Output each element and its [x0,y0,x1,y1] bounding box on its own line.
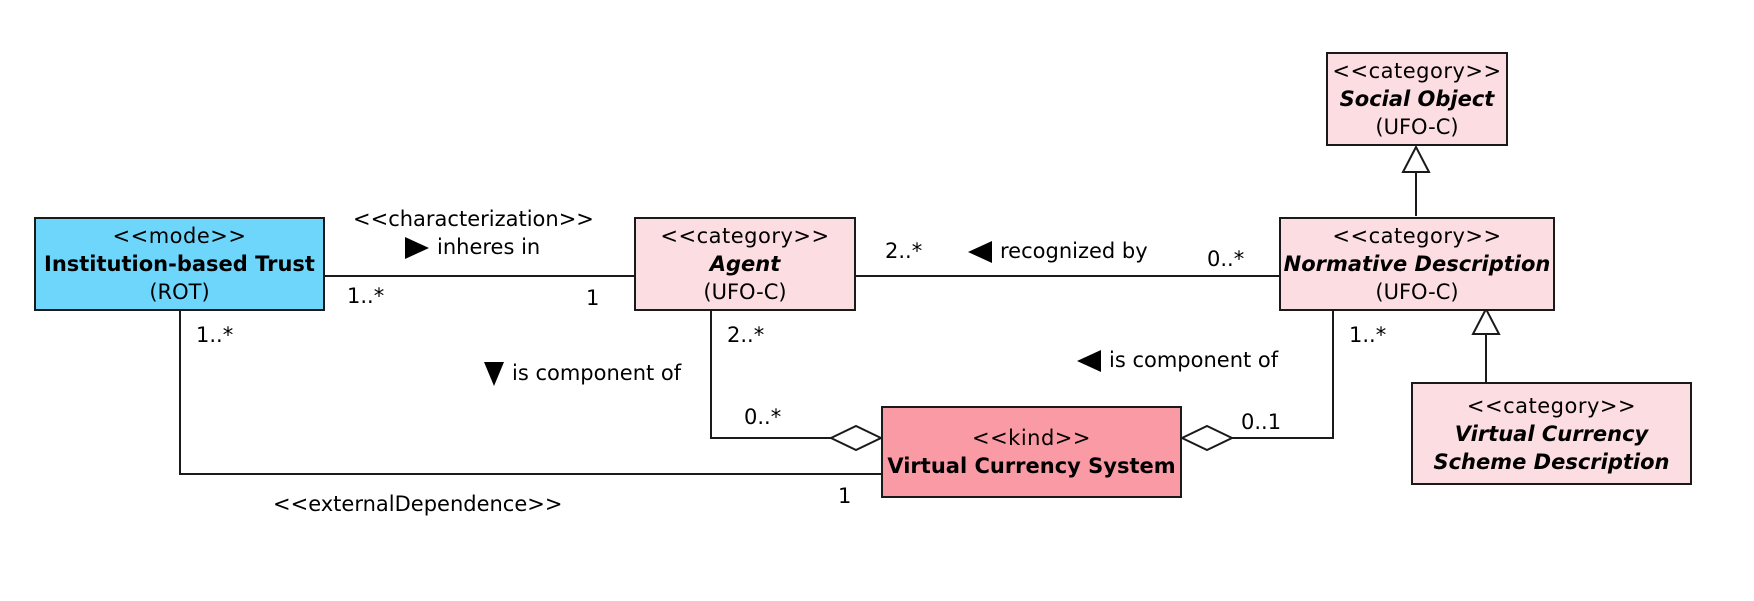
multiplicity-normative-component: 1..* [1349,323,1387,347]
direction-arrow-left-icon [1077,350,1101,372]
stereotype-label: <<kind>> [971,426,1092,450]
source-label: (UFO-C) [1375,280,1459,304]
normative-component-label: is component of [1077,348,1278,372]
class-virtual-currency-scheme-description: <<category>> Virtual Currency Scheme Des… [1411,382,1692,485]
multiplicity-normative-recognized: 0..* [1207,247,1245,271]
direction-arrow-left-icon [968,241,992,263]
class-normative-description: <<category>> Normative Description (UFO-… [1279,217,1555,311]
class-social-object: <<category>> Social Object (UFO-C) [1326,52,1508,146]
inheres-in-label: inheres in [405,235,540,259]
stereotype-label: <<mode>> [112,224,247,248]
multiplicity-agent-characterization: 1 [586,286,600,310]
stereotype-label: <<category>> [660,224,830,248]
agent-component-label: is component of [484,361,681,386]
generalization-arrowhead-social [1401,144,1431,173]
multiplicity-trust-characterization: 1..* [347,284,385,308]
class-name: Agent [709,252,781,276]
agent-component-line [710,311,831,439]
aggregation-diamond-agent [828,424,884,452]
class-name: Social Object [1339,87,1495,111]
multiplicity-vcs-agent-component: 0..* [744,405,782,429]
multiplicity-agent-recognized: 2..* [885,239,923,263]
inheres-in-text: inheres in [437,235,541,259]
generalization-arrowhead-normative [1471,306,1501,335]
class-agent: <<category>> Agent (UFO-C) [634,217,856,311]
multiplicity-vcs-dependence: 1 [838,484,852,508]
agent-component-text: is component of [512,361,682,385]
multiplicity-vcs-normative-component: 0..1 [1241,410,1282,434]
direction-arrow-down-icon [484,362,504,386]
normative-component-line [1232,311,1334,439]
direction-arrow-right-icon [405,237,429,259]
source-label: (UFO-C) [703,280,787,304]
class-name: Normative Description [1283,252,1551,276]
recognized-by-text: recognized by [1000,239,1148,263]
class-name: Institution-based Trust [44,252,315,276]
external-dependence-line [179,311,881,475]
characterization-stereotype: <<characterization>> [353,207,594,231]
normative-component-text: is component of [1109,348,1279,372]
class-virtual-currency-system: <<kind>> Virtual Currency System [881,406,1182,498]
source-label: (ROT) [149,280,210,304]
class-name: Virtual Currency System [887,454,1176,478]
multiplicity-agent-component: 2..* [727,323,765,347]
class-name-line1: Virtual Currency [1454,421,1649,446]
recognized-by-label: recognized by [968,239,1148,263]
class-institution-based-trust: <<mode>> Institution-based Trust (ROT) [34,217,325,311]
aggregation-diamond-normative [1179,424,1235,452]
stereotype-label: <<category>> [1466,393,1637,418]
stereotype-label: <<category>> [1332,59,1502,83]
multiplicity-trust-dependence: 1..* [196,323,234,347]
source-label: (UFO-C) [1375,115,1459,139]
class-name-line2: Scheme Description [1433,449,1670,474]
stereotype-label: <<category>> [1332,224,1502,248]
external-dependence-stereotype: <<externalDependence>> [273,492,563,516]
